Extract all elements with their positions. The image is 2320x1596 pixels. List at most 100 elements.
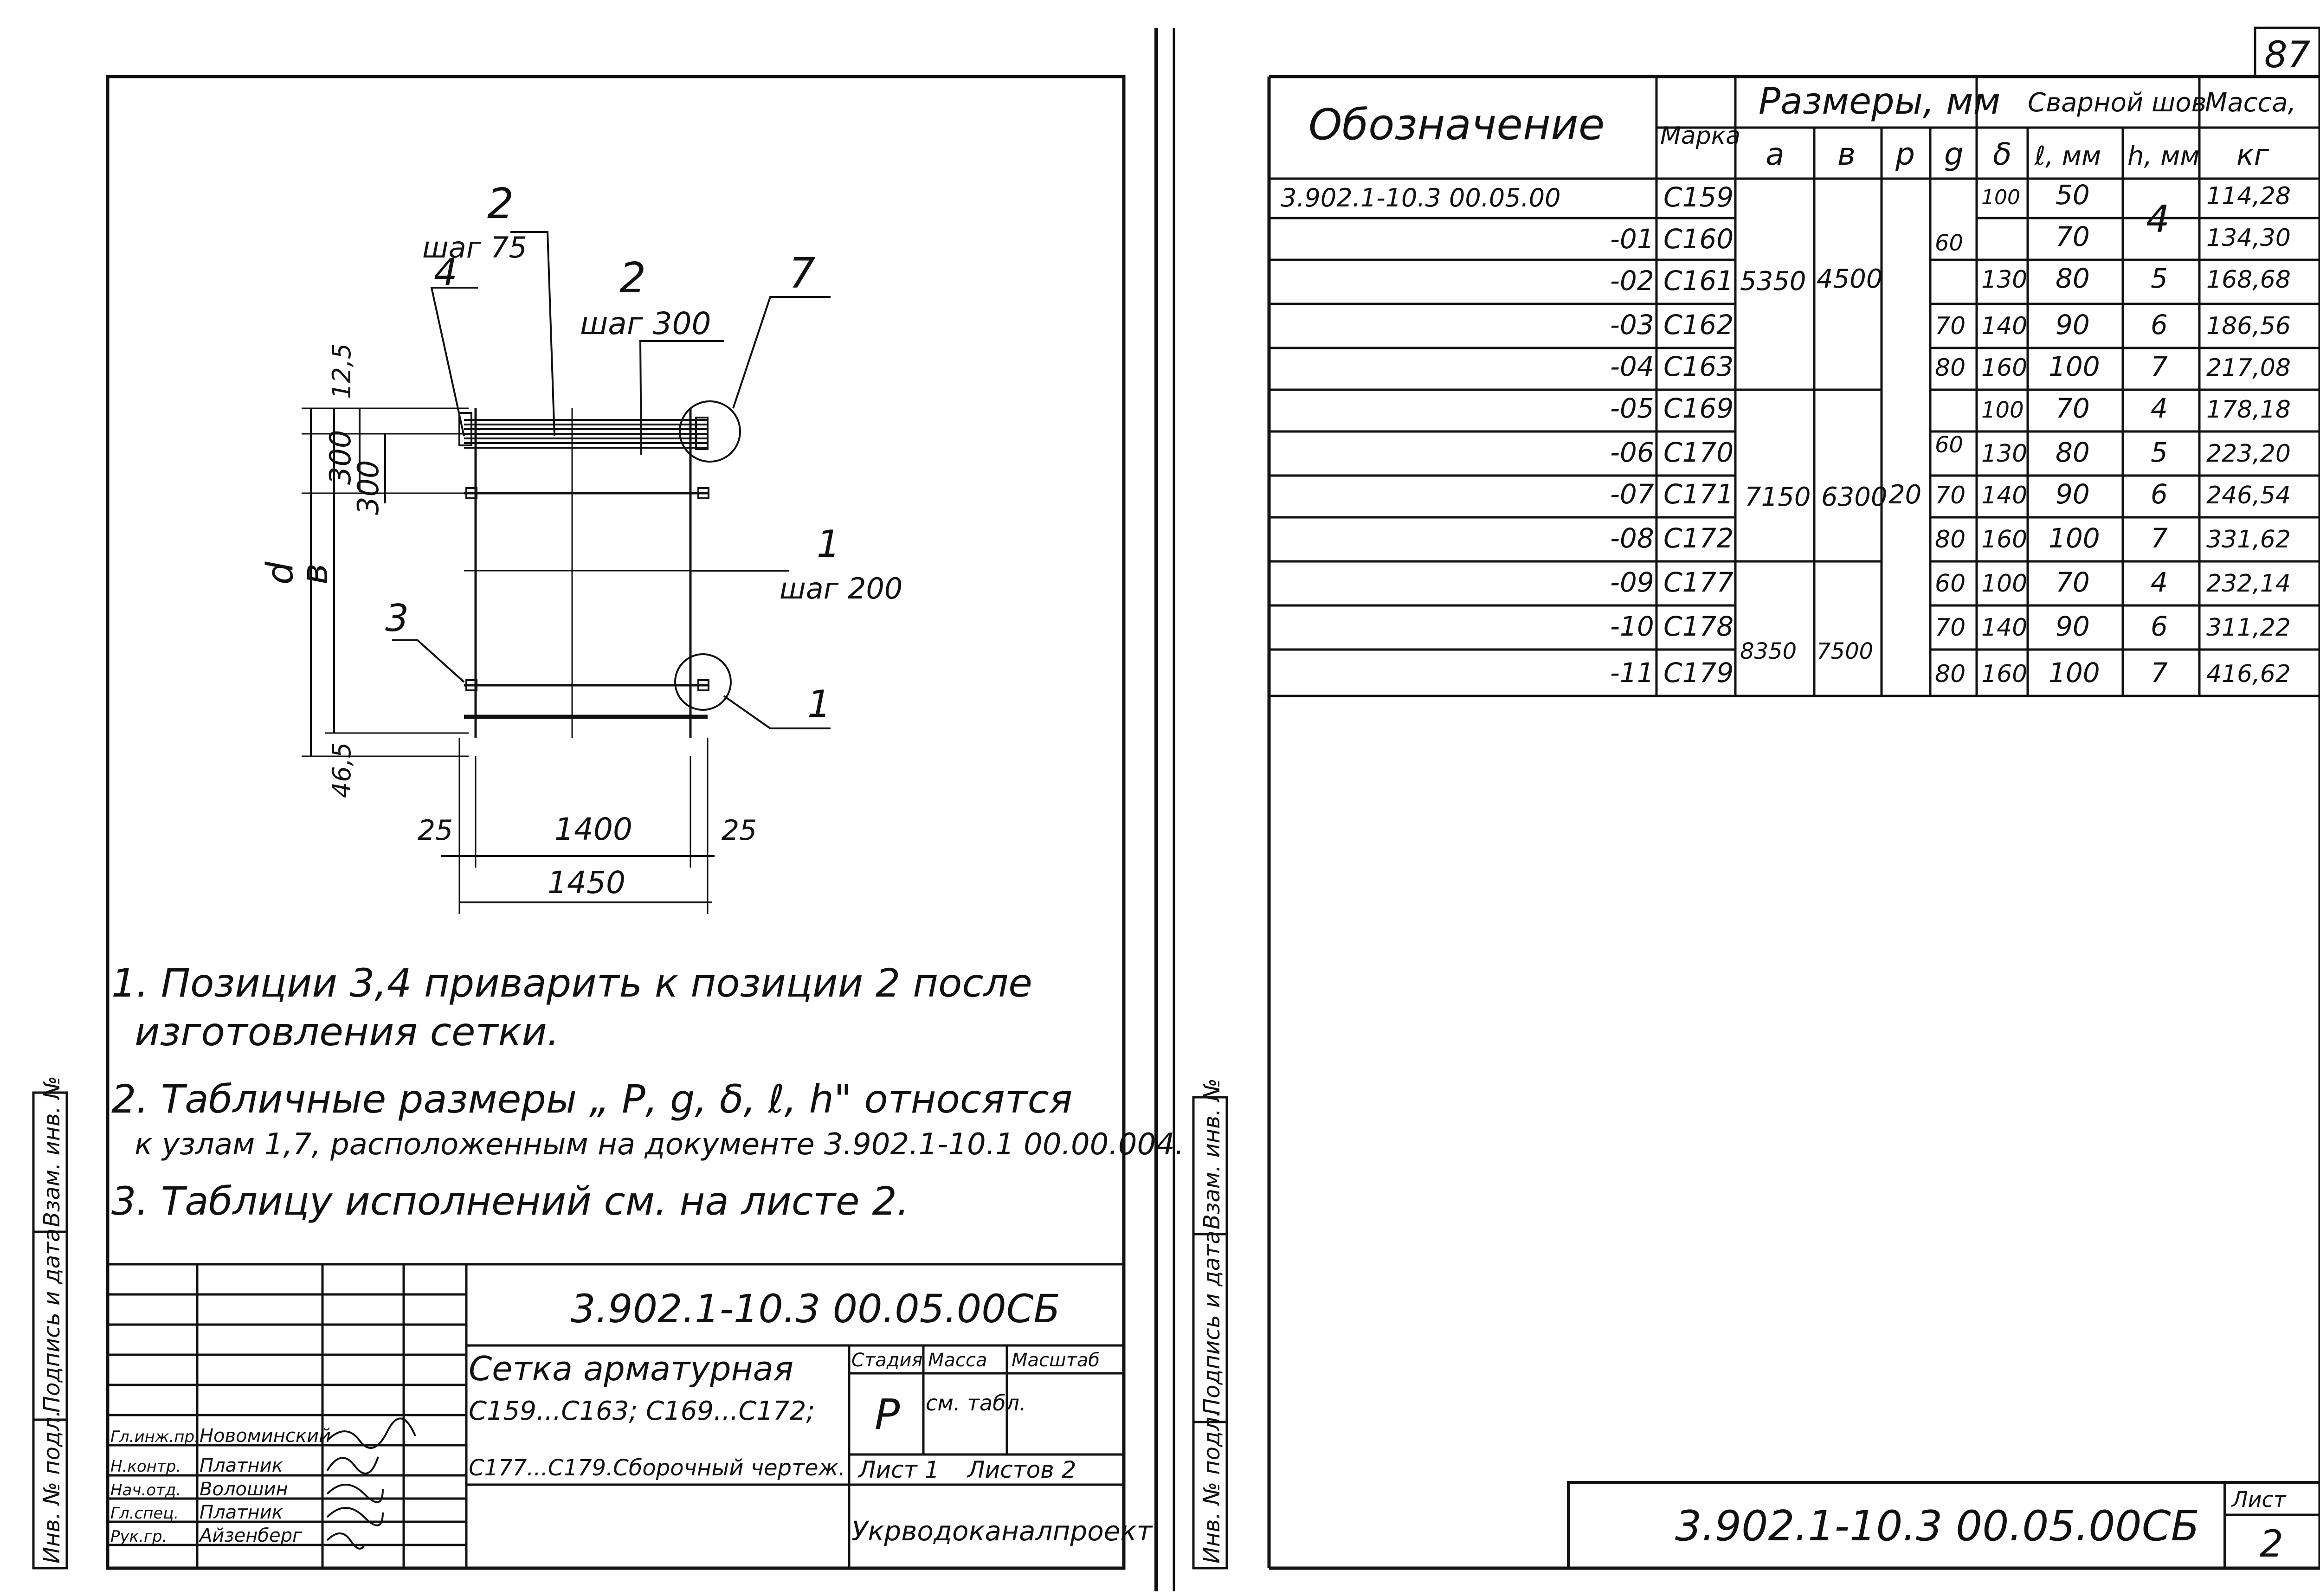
variants-table-rows: 3.902.1-10.3 00.05.00 С159 100 50 114,28… (1281, 179, 2291, 689)
row-5-designation: -04 (1610, 351, 1654, 382)
row-2-designation: -01 (1610, 223, 1654, 255)
dim-right25: 25 (722, 814, 757, 847)
row-10-delta: 100 (1981, 570, 2027, 598)
row-5-l: 100 (2049, 351, 2100, 382)
row-4-g: 70 (1935, 312, 1966, 340)
row-12-mark: С179 (1663, 657, 1734, 689)
header-sizes: Размеры, мм (1759, 81, 2001, 122)
row-9-designation: -08 (1610, 522, 1654, 554)
row-6-delta: 100 (1981, 397, 2024, 423)
title-line-1: Сетка арматурная (469, 1349, 793, 1388)
merged-g60-group2: 60 (1935, 432, 1963, 458)
row-5-mark: С163 (1663, 351, 1734, 382)
right-side-stamp: Инв. № подл. Подпись и дата Взам. инв. № (1192, 1078, 1228, 1570)
row-8-mark: С171 (1663, 478, 1734, 510)
sig-role-3: Нач.отд. (110, 1481, 181, 1499)
sub-p: р (1895, 136, 1915, 172)
row-10-h: 4 (2151, 566, 2168, 598)
note-3: 3. Таблицу исполнений см. на листе 2. (111, 1178, 909, 1224)
row-9-mark: С172 (1663, 522, 1734, 554)
signature-scribbles (326, 1417, 416, 1550)
title-line-3: С177...С179.Сборочный чертеж. (469, 1455, 845, 1481)
merged-b-group1: 4500 (1817, 264, 1883, 294)
callout-pos1-bottom: 1 (807, 682, 831, 726)
page-number: 87 (2264, 34, 2310, 76)
row-7-delta: 130 (1981, 440, 2027, 468)
sig-name-2: Платник (200, 1455, 283, 1476)
row-11-mark: С178 (1663, 611, 1734, 642)
sub-h: h, мм (2127, 141, 2200, 171)
row-11-l: 90 (2056, 611, 2090, 642)
header-mass: Масса, (2205, 88, 2296, 118)
row-4-delta: 140 (1981, 312, 2027, 340)
right-stamp-signature: Подпись и дата (1199, 1230, 1225, 1415)
sig-name-4: Платник (200, 1502, 283, 1523)
row-5-h: 7 (2151, 351, 2168, 382)
row-8-mass: 246,54 (2206, 482, 2291, 509)
stamp-inv-no: Инв. № подл. (39, 1410, 65, 1564)
merged-a-group3: 8350 (1740, 638, 1797, 664)
row-8-designation: -07 (1610, 478, 1654, 510)
footer-sheet-label: Лист (2231, 1487, 2287, 1512)
right-sheet: 87 (1192, 26, 2320, 1570)
sig-name-3: Волошин (200, 1479, 288, 1500)
row-3-delta: 130 (1981, 266, 2027, 294)
sig-name-1: Новоминский (200, 1425, 331, 1447)
row-6-designation: -05 (1610, 393, 1654, 424)
sub-b: в (1837, 136, 1856, 172)
row-9-g: 80 (1935, 526, 1966, 553)
row-8-g: 70 (1935, 482, 1966, 509)
callout-pos1-mid-step: шаг 200 (780, 572, 902, 605)
callout-pos2-top: 2 (487, 180, 514, 228)
node-7-circle (679, 400, 741, 463)
row-7-designation: -06 (1610, 437, 1654, 468)
title-line-2: С159...С163; С169...С172; (469, 1396, 815, 1426)
organization: Укрводоканалпроект (851, 1515, 1153, 1547)
row-1-mark: С159 (1663, 181, 1734, 213)
callout-pos2-mid: 2 (619, 254, 646, 302)
row-11-mass: 311,22 (2206, 614, 2291, 642)
row-12-g: 80 (1935, 660, 1966, 688)
row-4-l: 90 (2056, 309, 2090, 341)
sub-delta: δ (1993, 136, 2011, 172)
row-2-l: 70 (2056, 221, 2090, 252)
row-1-designation: 3.902.1-10.3 00.05.00 (1281, 183, 1560, 212)
note-2: 2. Табличные размеры „ Р, g, δ, ℓ, h" от… (111, 1076, 1073, 1122)
header-designation: Обозначение (1308, 100, 1605, 149)
dim-b: в (294, 563, 336, 585)
row-4-mass: 186,56 (2206, 312, 2291, 340)
row-9-l: 100 (2049, 522, 2100, 554)
sub-l: ℓ, мм (2034, 141, 2101, 171)
row-8-delta: 140 (1981, 482, 2027, 509)
dim-300a: 300 (323, 430, 357, 485)
callout-pos3: 3 (385, 597, 409, 640)
callout-pos1-mid: 1 (817, 522, 840, 566)
row-12-h: 7 (2151, 657, 2168, 689)
row-10-mass: 232,14 (2206, 570, 2291, 598)
callout-pos2-mid-step: шаг 300 (580, 306, 711, 341)
sig-role-1: Гл.инж.пр. (110, 1428, 200, 1446)
mass-label: Масса (928, 1350, 987, 1371)
callout-pos7: 7 (789, 249, 815, 298)
header-mark: Марка (1660, 122, 1740, 150)
title-block: 3.902.1-10.3 00.05.00СБ Сетка арматурная… (108, 1263, 1153, 1568)
dim-1400: 1400 (554, 811, 632, 847)
row-9-mass: 331,62 (2206, 526, 2291, 553)
stage-label: Стадия (851, 1350, 922, 1371)
variants-table-grid (1269, 77, 2320, 697)
row-3-mark: С161 (1663, 265, 1734, 296)
right-stamp-replace-inv: Взам. инв. № (1199, 1078, 1225, 1229)
footer-sheet-number: 2 (2260, 1522, 2283, 1565)
row-7-h: 5 (2151, 437, 2168, 468)
merged-b-group3: 7500 (1817, 638, 1873, 664)
row-1-mass: 114,28 (2206, 182, 2291, 210)
row-3-l: 80 (2056, 263, 2090, 294)
sig-role-4: Гл.спец. (110, 1504, 179, 1523)
row-10-mark: С177 (1663, 566, 1734, 598)
dim-top-offset: 12,5 (327, 343, 356, 399)
row-11-h: 6 (2151, 611, 2168, 642)
mass-value: см. табл. (926, 1390, 1026, 1416)
row-12-designation: -11 (1610, 657, 1654, 689)
row-6-mark: С169 (1663, 393, 1734, 424)
